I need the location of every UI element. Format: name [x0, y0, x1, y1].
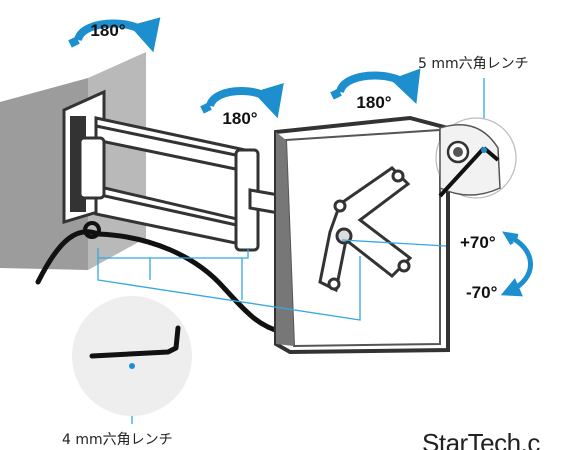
- wrench-5mm-label: 5 mm六角レンチ: [418, 56, 529, 72]
- brand-logo: StarTech.c: [422, 428, 540, 450]
- rotation-arrow-elbow: 180°: [200, 82, 284, 128]
- wrench-4mm-callout: [72, 296, 192, 416]
- rotation-arrow-head: 180°: [330, 68, 421, 112]
- wrench-4mm-label: 4 mm六角レンチ: [62, 432, 173, 448]
- tilt-up-label: +70°: [460, 233, 496, 252]
- wall-hinge: [78, 136, 106, 200]
- cable: [35, 221, 285, 335]
- wrench-5mm-icon: [438, 146, 486, 198]
- wrench-4mm-icon: [89, 325, 181, 359]
- rotation-arrow-wall: 180°: [68, 17, 161, 53]
- rotation-label-elbow: 180°: [222, 109, 257, 128]
- rotation-label-head: 180°: [356, 93, 391, 112]
- tilt-arrow: +70° -70°: [460, 231, 533, 302]
- tilt-down-label: -70°: [466, 283, 498, 302]
- vesa-plate: [318, 166, 413, 293]
- rotation-label-wall: 180°: [90, 21, 125, 40]
- wrench-5mm-callout: [435, 117, 517, 199]
